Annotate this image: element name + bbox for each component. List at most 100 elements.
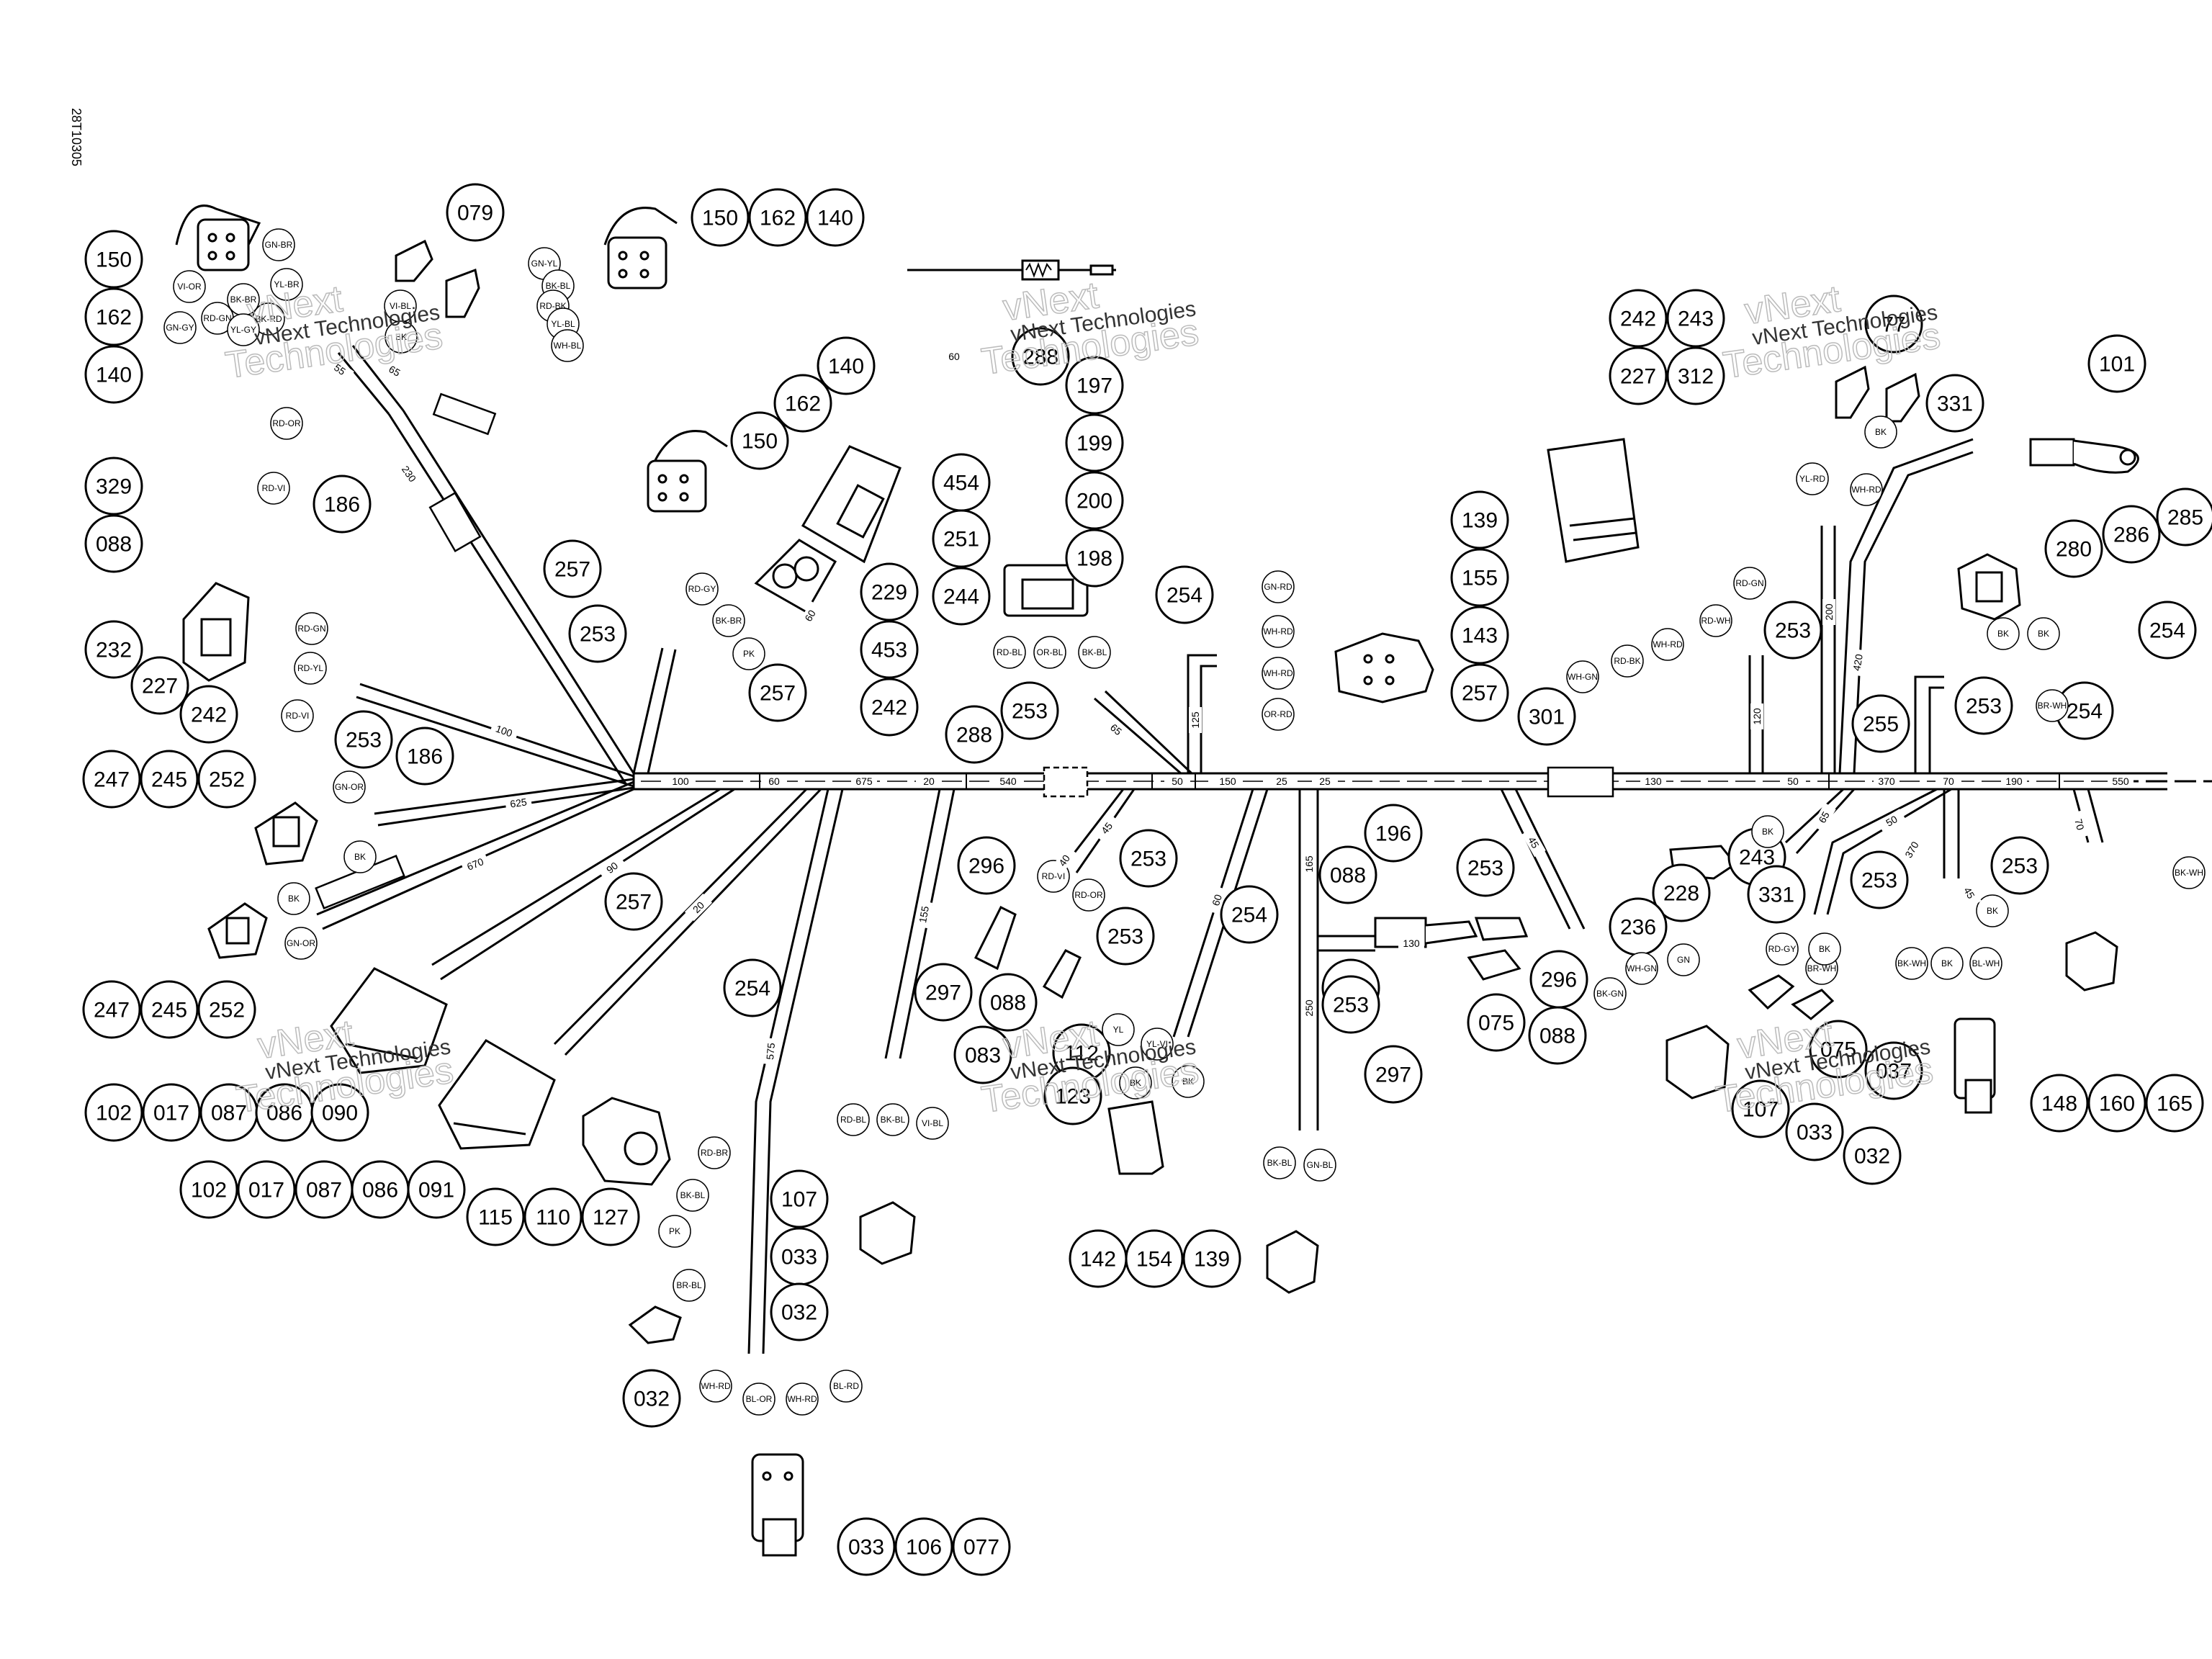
harness-length-dimension: 60 bbox=[941, 350, 967, 363]
callout-circle bbox=[2087, 1074, 2146, 1133]
callout-number: 199 bbox=[1076, 432, 1112, 456]
harness-length-dimension: 25 bbox=[1312, 775, 1338, 788]
callout-number: 253 bbox=[1333, 994, 1369, 1017]
connector-127 bbox=[582, 1097, 671, 1186]
wire-label-circle bbox=[1262, 698, 1295, 731]
callout-bubble: 150 bbox=[730, 411, 789, 470]
wire-color-label: RD-OR bbox=[270, 407, 303, 440]
relay-454 bbox=[801, 445, 902, 564]
harness-length-dimension: 155 bbox=[915, 900, 932, 929]
callout-bubble: 254 bbox=[723, 958, 782, 1017]
callout-number: 112 bbox=[1064, 1042, 1099, 1066]
callout-bubble: 140 bbox=[806, 188, 865, 247]
callout-circle bbox=[334, 710, 393, 769]
dimension-value: 150 bbox=[1219, 775, 1236, 787]
callout-circle bbox=[84, 457, 143, 516]
wire-label-circle bbox=[993, 636, 1026, 669]
wire-label-circle bbox=[1263, 1146, 1296, 1179]
wire-color-label: BK-WH bbox=[1895, 947, 1928, 980]
callout-bubble: 154 bbox=[1125, 1229, 1184, 1288]
callout-circle bbox=[1220, 885, 1279, 944]
wire-label-circle bbox=[294, 652, 327, 685]
dimension-value: 125 bbox=[1190, 711, 1201, 729]
callout-circle bbox=[84, 620, 143, 679]
callout-number: 160 bbox=[2099, 1092, 2135, 1116]
wire-color-text: RD-WH bbox=[1701, 616, 1730, 626]
wire-label-circle bbox=[876, 1103, 909, 1136]
watermark-2: vNext Technologies vNext Technologies bbox=[979, 274, 1202, 383]
wire-color-text: RD-YL bbox=[297, 663, 323, 673]
wire-color-label: BK bbox=[277, 882, 310, 915]
wire-color-label: RD-GN bbox=[201, 302, 234, 335]
callout-circle bbox=[1456, 838, 1515, 897]
harness-length-dimension: 420 bbox=[1849, 648, 1866, 677]
wire-color-label: BK-BR bbox=[712, 604, 745, 637]
wire-color-label: GN-OR bbox=[333, 770, 366, 804]
wire-color-label: BK bbox=[1751, 815, 1784, 848]
wire-color-label: BK bbox=[1976, 894, 2009, 927]
wire-color-text: BK-RD bbox=[255, 314, 282, 324]
callout-number: 329 bbox=[96, 475, 132, 499]
harness-length-dimension: 130 bbox=[1398, 937, 1424, 950]
callout-bubble: 288 bbox=[945, 705, 1004, 764]
wire-color-text: RD-VI bbox=[286, 711, 310, 721]
wire-color-label: BK bbox=[1864, 415, 1897, 449]
callout-number: 088 bbox=[96, 533, 132, 557]
callout-bubble: 286 bbox=[2102, 505, 2161, 564]
wire-color-text: VI-BL bbox=[390, 301, 411, 311]
callout-bubble: 253 bbox=[1954, 676, 2013, 735]
dimension-value: 200 bbox=[1823, 603, 1835, 621]
wire-label-circle bbox=[1895, 947, 1928, 980]
harness-length-dimension: 190 bbox=[2001, 775, 2027, 788]
callout-number: 254 bbox=[2067, 700, 2103, 724]
wire-color-label: BK-RD bbox=[252, 302, 285, 336]
callout-circle bbox=[1925, 374, 1984, 433]
callout-bubble: 139 bbox=[1182, 1229, 1241, 1288]
wire-color-label: BK bbox=[1172, 1065, 1205, 1098]
wire-color-label: BK-BR bbox=[227, 283, 260, 316]
callout-number: 033 bbox=[1797, 1121, 1833, 1145]
resistor-288 bbox=[907, 259, 1116, 281]
callout-number: 087 bbox=[211, 1102, 247, 1125]
callout-circle bbox=[953, 1025, 1012, 1084]
wire-color-label: WH-RD bbox=[1262, 615, 1295, 648]
callout-circle bbox=[1467, 993, 1526, 1052]
harness-length-dimension: 100 bbox=[667, 775, 693, 788]
wire-label-circle bbox=[1303, 1148, 1336, 1182]
wire-label-circle bbox=[786, 1382, 819, 1416]
wire-color-text: BL-RD bbox=[833, 1381, 859, 1391]
wire-label-circle bbox=[262, 228, 295, 261]
callout-number: 253 bbox=[580, 623, 616, 647]
component-sketches bbox=[175, 204, 2139, 1557]
callout-bubble: 032 bbox=[1843, 1126, 1902, 1185]
wire-color-label: RD-BR bbox=[698, 1136, 731, 1169]
watermark-3: vNext Technologies vNext Technologies bbox=[1720, 277, 1943, 387]
callout-number: 253 bbox=[1966, 695, 2002, 719]
callout-number: 297 bbox=[1375, 1064, 1411, 1087]
wire-color-label: WH-RD bbox=[1850, 473, 1883, 506]
callout-circle bbox=[1851, 694, 1910, 753]
wire-color-label: RD-GY bbox=[1766, 932, 1799, 966]
wire-color-label: RD-OR bbox=[1072, 878, 1105, 912]
callout-bubble: 140 bbox=[84, 345, 143, 404]
callout-circle bbox=[2138, 601, 2197, 660]
callout-number: 229 bbox=[871, 581, 907, 605]
dimension-value: 70 bbox=[2072, 817, 2087, 831]
callout-number: 086 bbox=[266, 1102, 302, 1125]
wire-color-label: GN-BR bbox=[262, 228, 295, 261]
callout-bubble: 198 bbox=[1065, 529, 1124, 588]
dimension-value: 370 bbox=[1878, 775, 1895, 787]
dimension-value: 675 bbox=[855, 775, 873, 787]
wire-label-circle bbox=[1667, 943, 1700, 976]
callout-circle bbox=[1609, 289, 1668, 348]
harness-length-dimension: 200 bbox=[1822, 599, 1835, 625]
harness-length-dimension: 675 bbox=[851, 775, 877, 788]
wire-label-circle bbox=[1033, 636, 1066, 669]
wire-color-label: RD-VI bbox=[257, 472, 290, 505]
terminal-077 bbox=[628, 1305, 682, 1344]
wire-label-circle bbox=[1172, 1065, 1205, 1098]
wire-color-text: GN-OR bbox=[287, 938, 315, 948]
callout-bubble: 280 bbox=[2044, 519, 2103, 578]
dimension-value: 575 bbox=[764, 1042, 777, 1060]
callout-bubble: 245 bbox=[140, 980, 199, 1039]
